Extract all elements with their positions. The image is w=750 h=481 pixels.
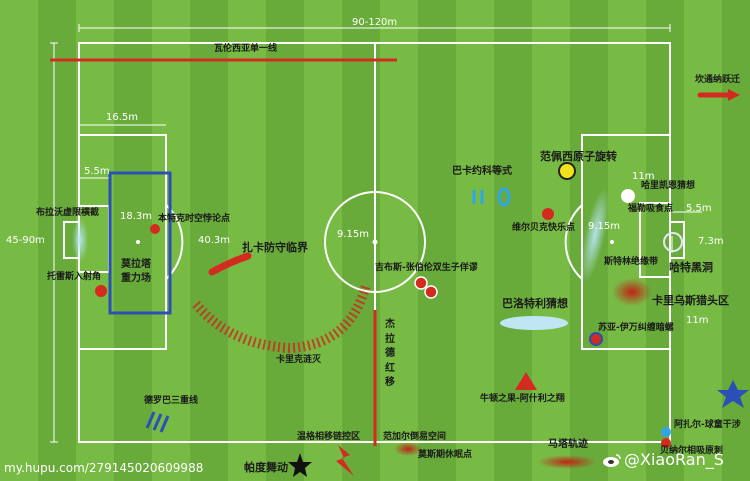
red-arrow-head — [728, 89, 740, 101]
weilong-dot — [542, 208, 554, 220]
azal-dot-red — [661, 438, 671, 448]
mosi-label: 莫斯期休眠点 — [418, 450, 473, 460]
top-line-label: 瓦伦西亚单一线 — [214, 44, 278, 54]
fanjia-label: 范加尔倒易空间 — [383, 432, 447, 442]
baluo-label: 巴洛特利猜想 — [502, 297, 568, 310]
kaliwusi-label: 卡里乌斯猎头区 — [652, 294, 729, 307]
hate-label: 哈特黑洞 — [669, 261, 713, 274]
suya-dot — [589, 332, 603, 346]
weibo-icon — [602, 452, 622, 468]
pitch-width-label: 45-90m — [6, 235, 45, 246]
box-width-label: 40.3m — [198, 235, 231, 246]
spray-patches — [72, 188, 683, 469]
niu-triangle — [515, 372, 537, 390]
baka-label: 巴卡约科等式 — [452, 166, 512, 177]
mourinho-label: 莫拉塔 重力场 — [121, 259, 151, 284]
pedu-label: 帕度舞动 — [244, 461, 288, 474]
circle-radius-label: 9.15m — [337, 229, 370, 240]
box-length-label: 16.5m — [106, 112, 139, 123]
zaka-label: 扎卡防守临界 — [242, 241, 308, 254]
kalai-label: 坎通纳跃迁 — [695, 75, 741, 85]
tuolei-dot — [95, 285, 107, 297]
pedu-star — [288, 453, 312, 477]
bottom-right-label: 贝纳尔相吸原刺 — [660, 446, 724, 456]
azal-label: 阿扎尔-球童干涉 — [674, 420, 741, 430]
gibbs-label: 吉布斯-张伯伦双生子佯谬 — [375, 263, 478, 273]
wengge-label: 温格相移链控区 — [297, 432, 361, 442]
six-yard-label: 5.5m — [84, 166, 110, 177]
right-goal — [669, 221, 685, 259]
right-spot-label: 11m — [686, 315, 709, 326]
fude-dot — [621, 189, 635, 203]
right-six-depth-label: 5.5m — [686, 203, 712, 214]
libuo-label: 布拉沃虚限横截 — [36, 208, 100, 218]
dimension-lines — [50, 24, 702, 443]
gibbs-dots — [414, 276, 438, 299]
centre-circle — [324, 191, 426, 293]
xiaoran-watermark: @XiaoRan_S — [624, 450, 724, 469]
right-arc-radius-label: 9.15m — [588, 221, 621, 232]
deluoba-lines — [145, 411, 170, 433]
benteke-dot — [150, 224, 160, 234]
benteke-label: 本特克时空悖论点 — [158, 214, 231, 224]
right-arc — [564, 204, 583, 280]
goal-width-label: 7.3m — [698, 236, 724, 247]
fanpei-label: 范佩西原子旋转 — [540, 150, 617, 163]
deluoba-label: 德罗巴三重线 — [144, 396, 199, 406]
left-arc — [165, 204, 184, 280]
left-penalty-spot — [136, 240, 140, 244]
azal-dot-blue — [661, 427, 671, 437]
suya-label: 苏亚-伊万纠缠暗螺 — [598, 323, 674, 333]
blue-star — [717, 380, 749, 408]
baka-symbols — [472, 187, 511, 207]
right-six-label: 11m — [632, 171, 655, 182]
halai-label: 哈里凯恩猜想 — [641, 181, 696, 191]
zaka-stroke — [208, 252, 252, 276]
tuolei-label: 托雷斯入射角 — [47, 272, 102, 282]
fude-label: 福勒吸食点 — [628, 204, 674, 214]
pitch-length-label: 90-120m — [352, 17, 398, 28]
lightning-icon — [336, 445, 354, 476]
mata-label: 马塔轨迹 — [548, 439, 588, 450]
blue-zone-box — [108, 171, 172, 315]
centre-spot — [372, 239, 378, 245]
penalty-distance-label: 18.3m — [120, 211, 153, 222]
karikeri-label: 卡里克涟灭 — [276, 355, 322, 365]
fanpei-dot — [558, 162, 576, 180]
weilong-label: 维尔贝克快乐点 — [512, 223, 576, 233]
right-penalty-spot — [610, 240, 614, 244]
jerrard-label: 杰 拉 德 红 移 — [385, 319, 395, 388]
niu-label: 牛顿之果-阿什利之翔 — [480, 394, 565, 404]
siteling-label: 斯特林绝缘带 — [604, 257, 659, 267]
hupu-watermark: my.hupu.com/279145020609988 — [4, 461, 204, 475]
